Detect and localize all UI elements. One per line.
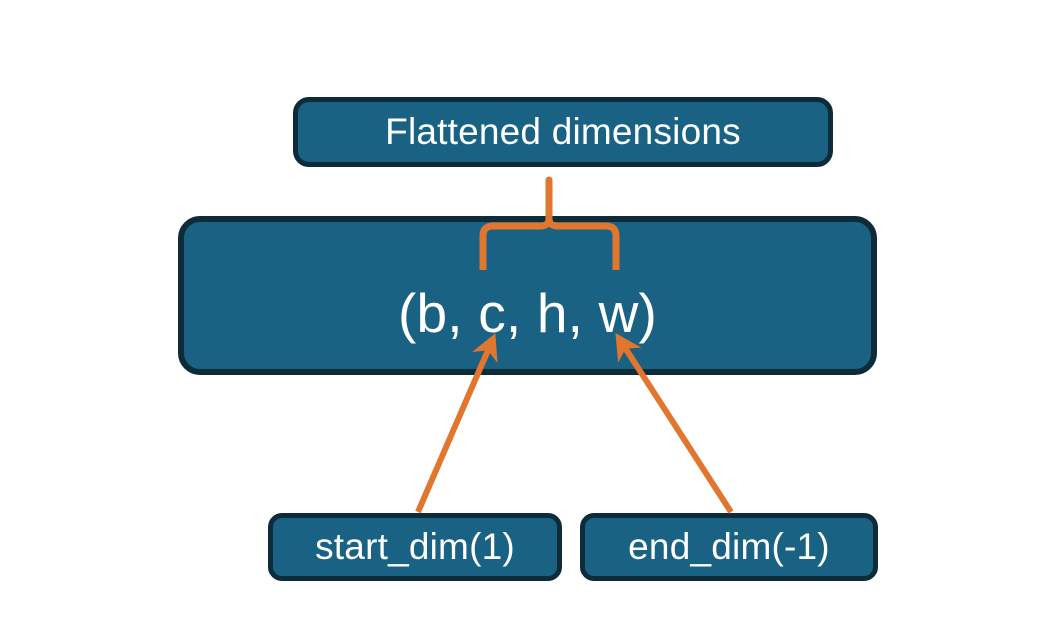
end-dim-label: end_dim(-1) bbox=[628, 526, 830, 567]
tensor-shape-box[interactable]: (b, c, h, w) bbox=[178, 216, 877, 375]
end-dim-box[interactable]: end_dim(-1) bbox=[580, 513, 878, 581]
flattened-dimensions-box[interactable]: Flattened dimensions bbox=[293, 97, 833, 167]
start-dim-box[interactable]: start_dim(1) bbox=[268, 513, 562, 581]
start-dim-label: start_dim(1) bbox=[315, 526, 515, 567]
tensor-shape-label: (b, c, h, w) bbox=[397, 282, 658, 344]
flattened-dimensions-label: Flattened dimensions bbox=[385, 111, 741, 152]
